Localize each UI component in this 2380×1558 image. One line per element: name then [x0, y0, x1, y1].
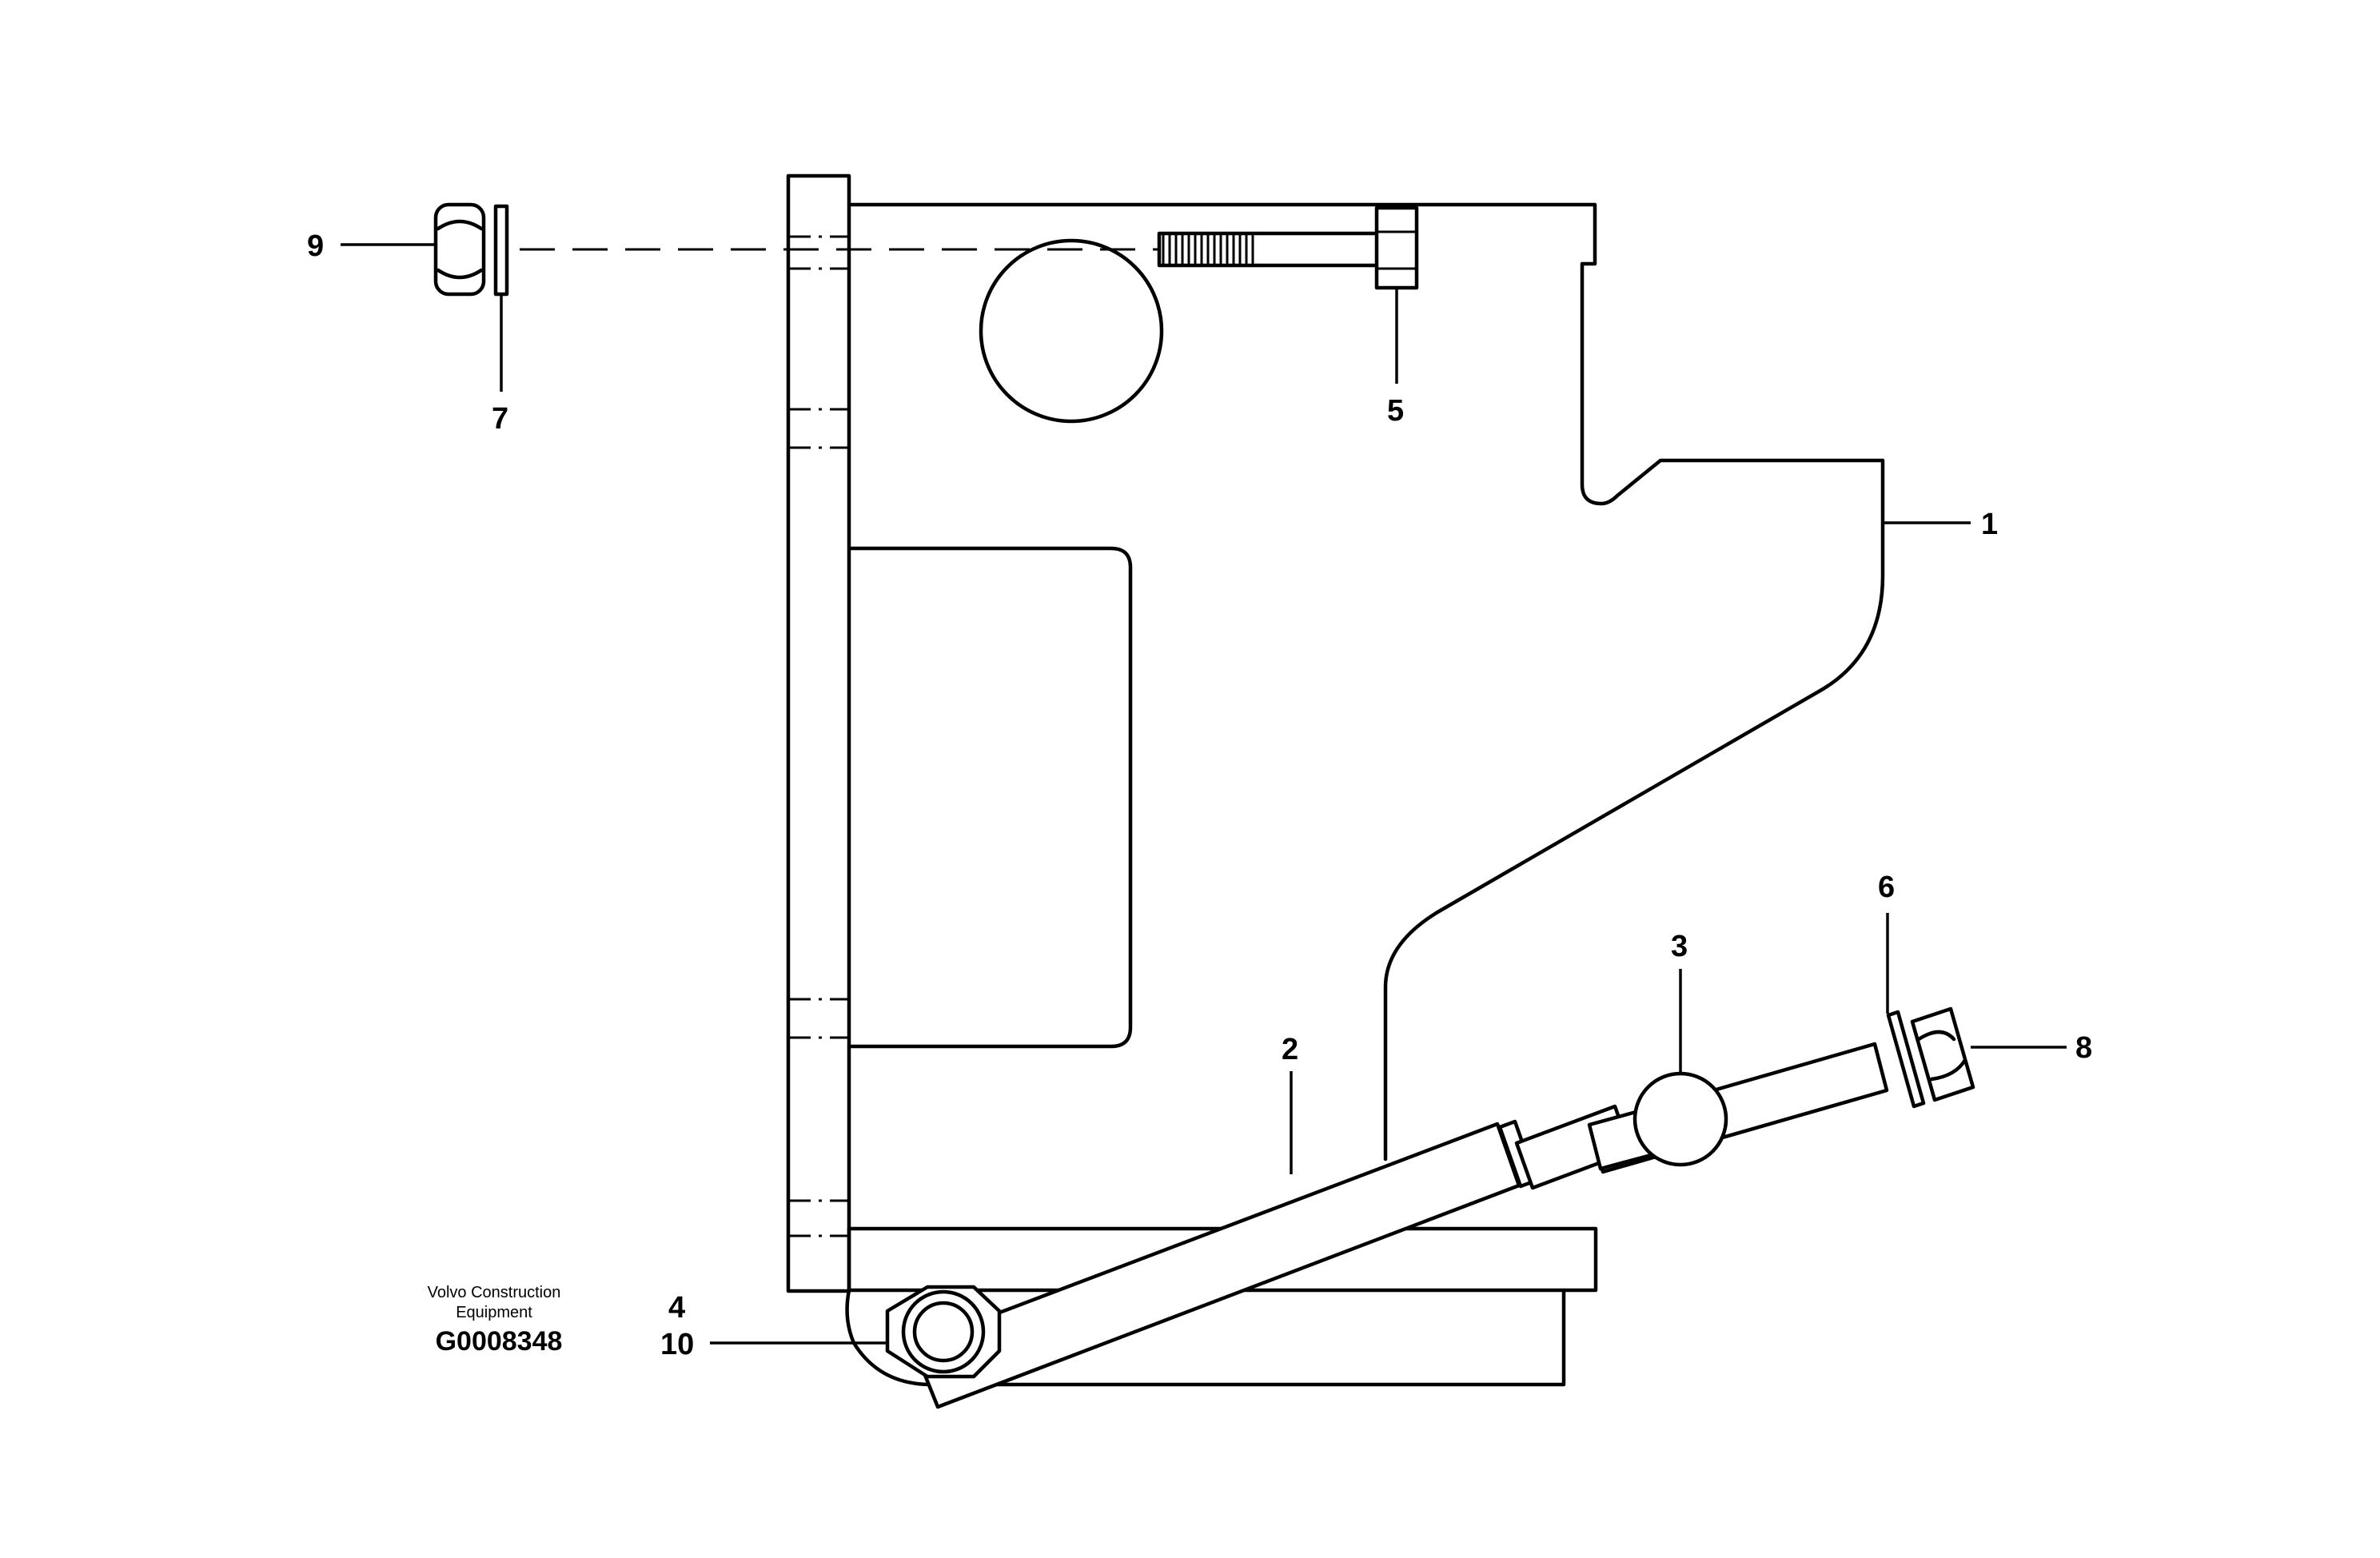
callout-7: 7	[492, 402, 508, 436]
callout-3: 3	[1671, 930, 1688, 963]
callout-8: 8	[2075, 1031, 2092, 1065]
bracket-lower-lug	[845, 1288, 1566, 1387]
callout-1: 1	[1981, 508, 1998, 541]
nut-9	[433, 202, 486, 297]
cylinder-2	[911, 1104, 1633, 1409]
callout-9: 9	[307, 229, 324, 263]
bracket-side-flange	[786, 173, 851, 1293]
bracket-hole-round	[979, 238, 1164, 424]
bolt-thread-marks	[1162, 232, 1254, 267]
leader-lines	[341, 243, 2067, 1345]
bracket-cutout	[847, 546, 1133, 1049]
rod-3	[1587, 1042, 1889, 1174]
credit-line-1: Volvo Construction	[428, 1284, 561, 1301]
credit-line-2: Equipment	[456, 1304, 532, 1321]
callout-6: 6	[1878, 871, 1895, 904]
nut-8	[1910, 1006, 1975, 1102]
washer-6	[1886, 1010, 1926, 1109]
bracket-plate	[847, 202, 1885, 1162]
bolt-5	[1157, 205, 1419, 290]
callout-2: 2	[1282, 1033, 1298, 1066]
callout-10: 10	[660, 1328, 694, 1361]
pivot-pin-4-10	[885, 1285, 1002, 1379]
callout-5: 5	[1387, 394, 1404, 428]
washer-7	[493, 204, 509, 297]
flange-hole-marks	[788, 235, 849, 1237]
drawing-code: G0008348	[436, 1326, 563, 1357]
callout-4: 4	[668, 1291, 685, 1325]
